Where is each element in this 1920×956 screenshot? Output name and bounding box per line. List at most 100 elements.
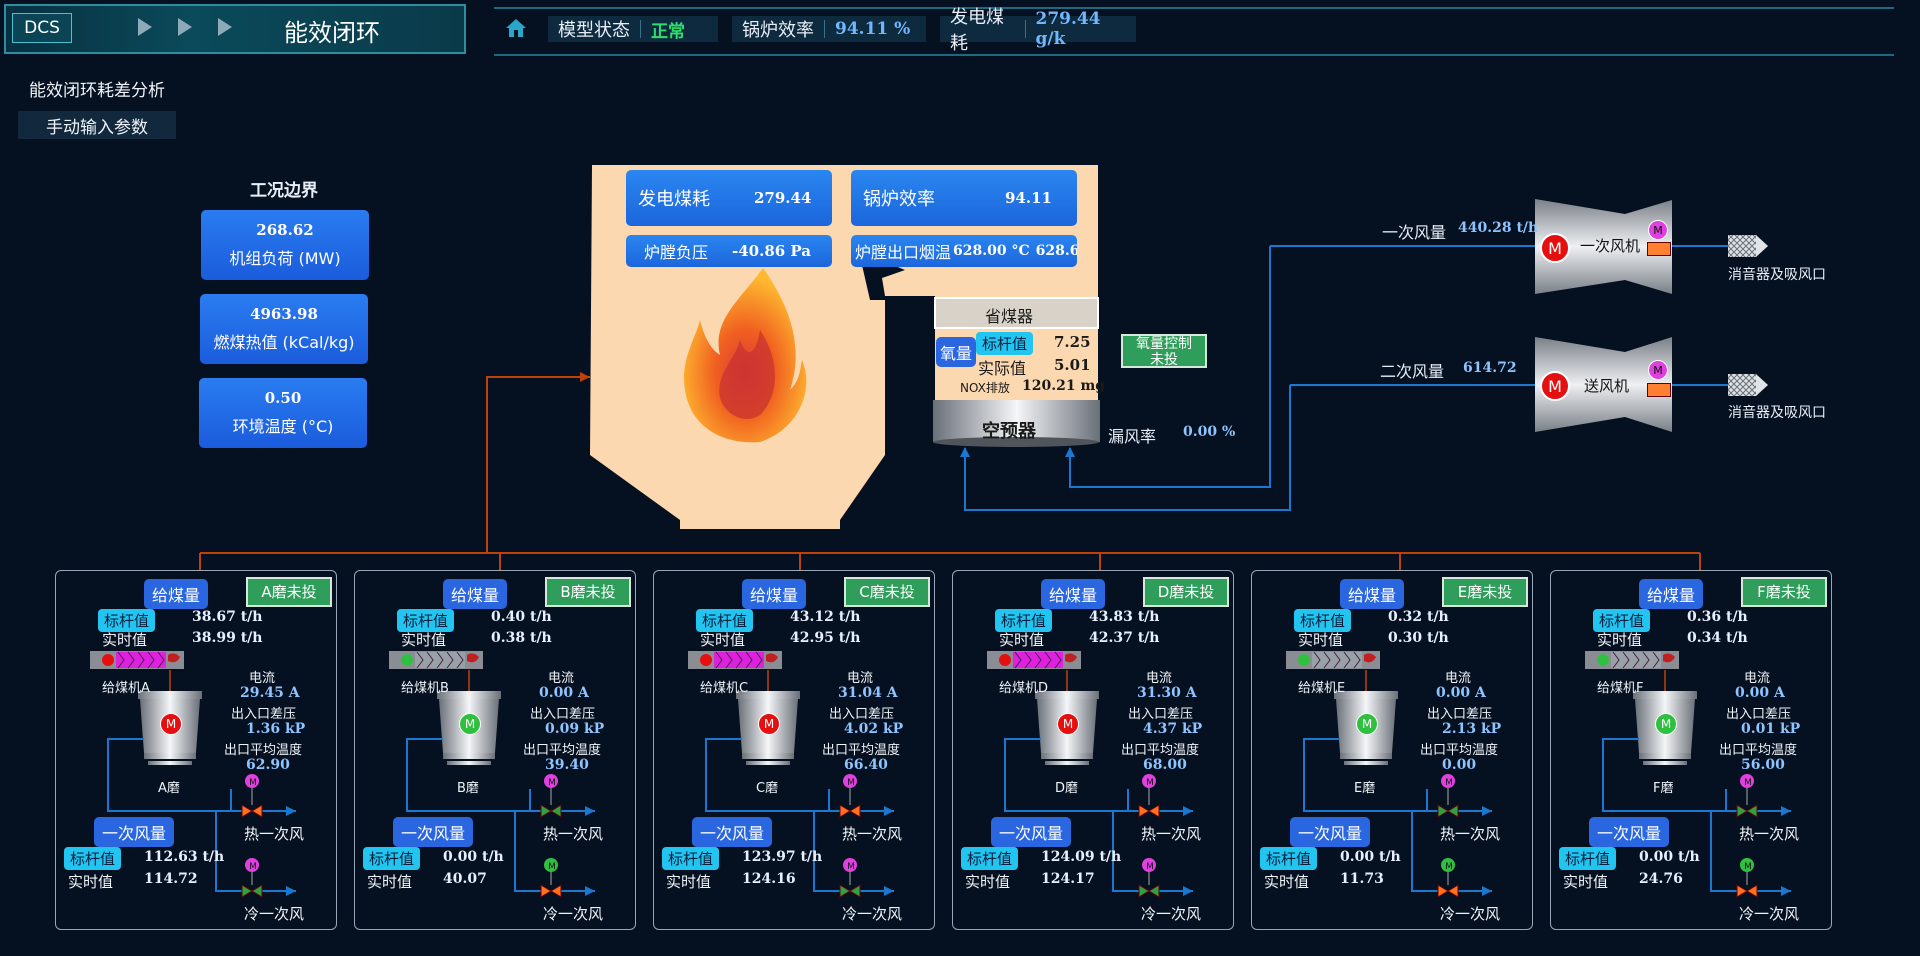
hot-primary-air-label: 热一次风 (244, 825, 305, 843)
current-label: 电流 (1445, 671, 1472, 686)
cold-air-damper-icon (540, 858, 562, 898)
cold-air-motor-icon: M (1146, 862, 1154, 872)
outlet-temp-value: 0.00 (1442, 757, 1477, 773)
exit-temperature-value-2: 628.66 °C (1035, 243, 1077, 259)
energy-analysis-button[interactable]: 能效闭环耗差分析 (29, 80, 165, 101)
coal-feeder-icon (1286, 651, 1380, 669)
coal-feeder-icon (90, 651, 184, 669)
primary-fan-motor-icon: M (1540, 233, 1570, 263)
mill-status-button[interactable]: F磨未投 (1741, 577, 1827, 607)
mill-status-button[interactable]: D磨未投 (1143, 577, 1229, 607)
boiler-efficiency-kpi-label: 锅炉效率 (863, 189, 935, 210)
coal-consumption-label: 发电煤耗 (950, 7, 1004, 54)
coal-consumption-kpi: 发电煤耗 279.44 (626, 170, 832, 226)
current-value: 0.00 A (539, 685, 589, 701)
primary-fan-damper-icon[interactable] (1647, 242, 1671, 256)
air-preheater-cylinder (933, 400, 1100, 442)
coal-heat-label: 燃煤热值 (kCal/kg) (213, 333, 355, 352)
mill-panel-b: 给煤量 B磨未投 标杆值 0.40 t/h 实时值 0.38 t/h (354, 570, 636, 930)
feed-actual-label: 实时值 (1597, 631, 1643, 649)
leak-rate-value: 0.00 % (1183, 424, 1236, 440)
outlet-temp-label: 出口平均温度 (523, 743, 602, 758)
outlet-temp-value: 66.40 (844, 757, 888, 773)
oxygen-actual-label: 实际值 (978, 359, 1027, 378)
mill-diagram (987, 651, 1193, 898)
oxygen-actual-value: 5.01 (1054, 356, 1091, 374)
chevron-right-icon (138, 18, 152, 36)
secondary-inlet-label: 消音器及吸风口 (1728, 405, 1826, 421)
current-value: 0.00 A (1436, 685, 1486, 701)
header-divider (494, 54, 1894, 56)
current-label: 电流 (1146, 671, 1173, 686)
hot-air-motor-icon: M (1146, 778, 1154, 788)
mill-motor-icon: M (1057, 713, 1079, 735)
furnace-pressure-kpi: 炉膛负压 -40.86 Pa (626, 235, 832, 267)
unit-load-label: 机组负荷 (MW) (229, 249, 341, 268)
hot-primary-air-label: 热一次风 (1739, 825, 1800, 843)
hot-air-damper-icon (241, 774, 263, 818)
outlet-temp-label: 出口平均温度 (1121, 743, 1200, 758)
feed-benchmark-label: 标杆值 (98, 609, 156, 632)
feeder-label: 给煤机E (1298, 681, 1346, 696)
exit-temperature-value-1: 628.00 °C (953, 243, 1030, 259)
air-benchmark-label: 标杆值 (363, 847, 421, 870)
chevron-right-icon (218, 18, 232, 36)
hot-air-damper-icon (839, 774, 861, 818)
hot-air-motor-icon: M (847, 778, 855, 788)
model-status-value: 正常 (651, 21, 685, 42)
home-icon[interactable] (504, 17, 528, 39)
dcs-button[interactable]: DCS (12, 13, 72, 43)
mill-label: E磨 (1354, 781, 1376, 796)
exit-temperature-label: 炉膛出口烟温 (855, 243, 952, 262)
secondary-fan-damper-icon[interactable] (1647, 383, 1671, 397)
primary-air-label: 一次风量 (1290, 817, 1371, 847)
coal-heat-card: 4963.98 燃煤热值 (kCal/kg) (200, 294, 368, 364)
air-preheater-label: 空预器 (982, 421, 1036, 442)
cold-air-motor-icon: M (249, 862, 257, 872)
nox-value: 120.21 mg (1022, 378, 1106, 394)
primary-air-value: 440.28 t/h (1458, 220, 1539, 236)
air-actual-label: 实时值 (1264, 873, 1310, 891)
coal-feeder-icon (389, 651, 483, 669)
manual-input-button[interactable]: 手动输入参数 (18, 111, 176, 139)
feeder-label: 给煤机C (700, 681, 749, 696)
coal-duct (199, 376, 1701, 570)
primary-inlet-label: 消音器及吸风口 (1728, 267, 1826, 283)
mill-status-button[interactable]: E磨未投 (1442, 577, 1528, 607)
secondary-fan-label: 送风机 (1584, 377, 1630, 395)
secondary-air-label: 二次风量 (1380, 362, 1445, 381)
primary-air-label: 一次风量 (1382, 223, 1447, 242)
diff-pressure-value: 0.01 kP (1741, 721, 1801, 737)
outlet-temp-label: 出口平均温度 (224, 743, 303, 758)
hot-air-damper-icon (540, 774, 562, 818)
feed-benchmark-label: 标杆值 (1593, 609, 1651, 632)
mill-status-button[interactable]: C磨未投 (844, 577, 930, 607)
boiler-efficiency-kpi-value: 94.11 (1005, 189, 1052, 207)
hot-air-damper-icon (1138, 774, 1160, 818)
silencer-icon (1728, 235, 1768, 257)
cold-primary-air-label: 冷一次风 (842, 905, 903, 923)
cold-air-motor-icon: M (548, 862, 556, 872)
economizer-box (934, 297, 1099, 329)
outlet-temp-label: 出口平均温度 (1420, 743, 1499, 758)
feed-actual-label: 实时值 (1298, 631, 1344, 649)
oxygen-control-button[interactable]: 氧量控制 未投 (1121, 334, 1207, 368)
feed-benchmark-label: 标杆值 (397, 609, 455, 632)
model-status: 模型状态 正常 (548, 16, 718, 42)
mill-motor-icon: M (160, 713, 182, 735)
feed-actual-value: 0.30 t/h (1388, 630, 1449, 646)
primary-air-label: 一次风量 (393, 817, 474, 847)
boiler-efficiency-status: 锅炉效率 94.11 % (732, 16, 926, 42)
mill-panel-d: 给煤量 D磨未投 标杆值 43.83 t/h 实时值 42.37 t/h (952, 570, 1234, 930)
cold-air-damper-icon (1437, 858, 1459, 898)
coal-feeder-icon (987, 651, 1081, 669)
mill-panel-a: 给煤量 A磨未投 标杆值 38.67 t/h 实时值 38.99 t/h (55, 570, 337, 930)
air-actual-label: 实时值 (68, 873, 114, 891)
mill-status-button[interactable]: B磨未投 (545, 577, 631, 607)
mill-status-button[interactable]: A磨未投 (246, 577, 332, 607)
air-actual-value: 124.16 (742, 871, 796, 887)
primary-air-label: 一次风量 (991, 817, 1072, 847)
feed-rate-label: 给煤量 (742, 579, 807, 609)
silencer-icon (1728, 374, 1768, 396)
outlet-temp-value: 62.90 (246, 757, 290, 773)
